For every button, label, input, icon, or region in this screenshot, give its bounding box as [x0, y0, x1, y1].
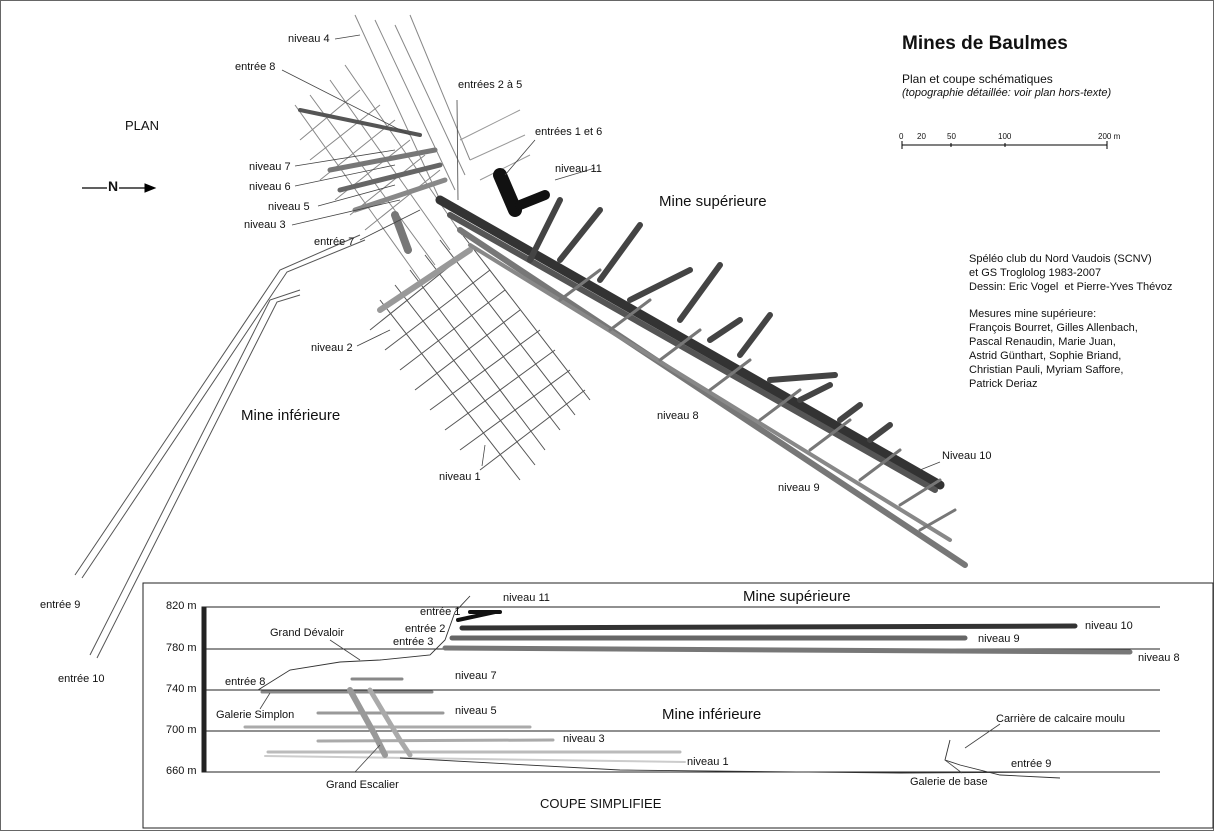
plan-access-galleries [74, 234, 366, 659]
scale-label: 200 m [1098, 132, 1121, 141]
measures-line: Patrick Deriaz [969, 378, 1038, 390]
plan-label: niveau 9 [778, 482, 820, 494]
plan-mine-superieure: Mine supérieure [659, 193, 767, 210]
coupe-label: Galerie de base [910, 776, 988, 788]
elevation-label: 660 m [166, 765, 197, 777]
plan-label: entrée 7 [314, 236, 355, 248]
coupe-label: niveau 3 [563, 733, 605, 745]
plan-upper-mine [435, 168, 968, 568]
plan-lower-mine [294, 14, 591, 481]
coupe-label: niveau 11 [503, 592, 550, 604]
plan-label: entrées 2 à 5 [458, 79, 523, 91]
plan-mine-inferieure: Mine inférieure [241, 407, 341, 424]
coupe-label: niveau 7 [455, 670, 497, 682]
plan-label: niveau 7 [249, 161, 291, 173]
plan-label: niveau 6 [249, 181, 291, 193]
figure-title: Mines de Baulmes [902, 33, 1068, 54]
plan-label: niveau 2 [311, 342, 353, 354]
plan-label: niveau 8 [657, 410, 699, 422]
plan-level-bands [298, 108, 473, 313]
elevation-label: 740 m [166, 683, 197, 695]
credit-line: et GS Troglolog 1983-2007 [969, 267, 1102, 279]
coupe-label: Grand Dévaloir [270, 627, 344, 639]
plan-label: entrée 8 [235, 61, 276, 73]
coupe-label: entrée 2 [405, 623, 446, 635]
elevation-label: 700 m [166, 724, 197, 736]
section-galleries [243, 610, 1133, 763]
plan-label: niveau 11 [555, 163, 602, 175]
coupe-label: entrée 9 [1011, 758, 1052, 770]
section-leaders [259, 639, 1001, 774]
measures-line: Astrid Günthart, Sophie Briand, [969, 350, 1122, 362]
coupe-label: Carrière de calcaire moulu [996, 713, 1125, 725]
coupe-mine-superieure: Mine supérieure [743, 588, 851, 605]
scale-label: 0 [899, 132, 904, 141]
measures-line: Mesures mine supérieure: [969, 308, 1097, 320]
plan-heading: PLAN [125, 118, 159, 133]
scale-bar [901, 141, 1108, 149]
coupe-label: niveau 10 [1085, 620, 1133, 632]
coupe-label: Galerie Simplon [216, 709, 295, 721]
credit-line: Dessin: Eric Vogel et Pierre-Yves Thévoz [969, 281, 1173, 293]
coupe-label: entrée 8 [225, 676, 266, 688]
figure-subtitle-note: (topographie détaillée: voir plan hors-t… [902, 87, 1112, 99]
measures-line: Pascal Renaudin, Marie Juan, [969, 336, 1116, 348]
scale-label: 50 [947, 132, 956, 141]
coupe-label: niveau 5 [455, 705, 497, 717]
measures-line: Christian Pauli, Myriam Saffore, [969, 364, 1124, 376]
scale-label: 20 [917, 132, 926, 141]
elevation-label: 780 m [166, 642, 197, 654]
plan-label: niveau 1 [439, 471, 481, 483]
section-terrain [257, 595, 1061, 779]
elevation-label: 820 m [166, 600, 197, 612]
plan-label: entrée 10 [58, 673, 105, 685]
scale-label: 100 [998, 132, 1012, 141]
measures-line: François Bourret, Gilles Allenbach, [969, 322, 1138, 334]
plan-label: Niveau 10 [942, 450, 992, 462]
coupe-label: Grand Escalier [326, 779, 399, 791]
coupe-mine-inferieure: Mine inférieure [662, 706, 762, 723]
plan-label: niveau 4 [288, 33, 330, 45]
north-letter: N [107, 178, 120, 194]
plan-leaders [281, 34, 941, 471]
plan-label: niveau 5 [268, 201, 310, 213]
plan-label: entrées 1 et 6 [535, 126, 603, 138]
coupe-label: niveau 9 [978, 633, 1020, 645]
coupe-label: niveau 1 [687, 756, 729, 768]
figure-subtitle: Plan et coupe schématiques [902, 72, 1053, 86]
coupe-label: niveau 8 [1138, 652, 1180, 664]
coupe-label: entrée 3 [393, 636, 434, 648]
plan-label: entrée 9 [40, 599, 81, 611]
plan-label: niveau 3 [244, 219, 286, 231]
coupe-heading: COUPE SIMPLIFIEE [540, 796, 662, 811]
coupe-label: entrée 1 [420, 606, 461, 618]
credit-line: Spéléo club du Nord Vaudois (SCNV) [969, 253, 1152, 265]
